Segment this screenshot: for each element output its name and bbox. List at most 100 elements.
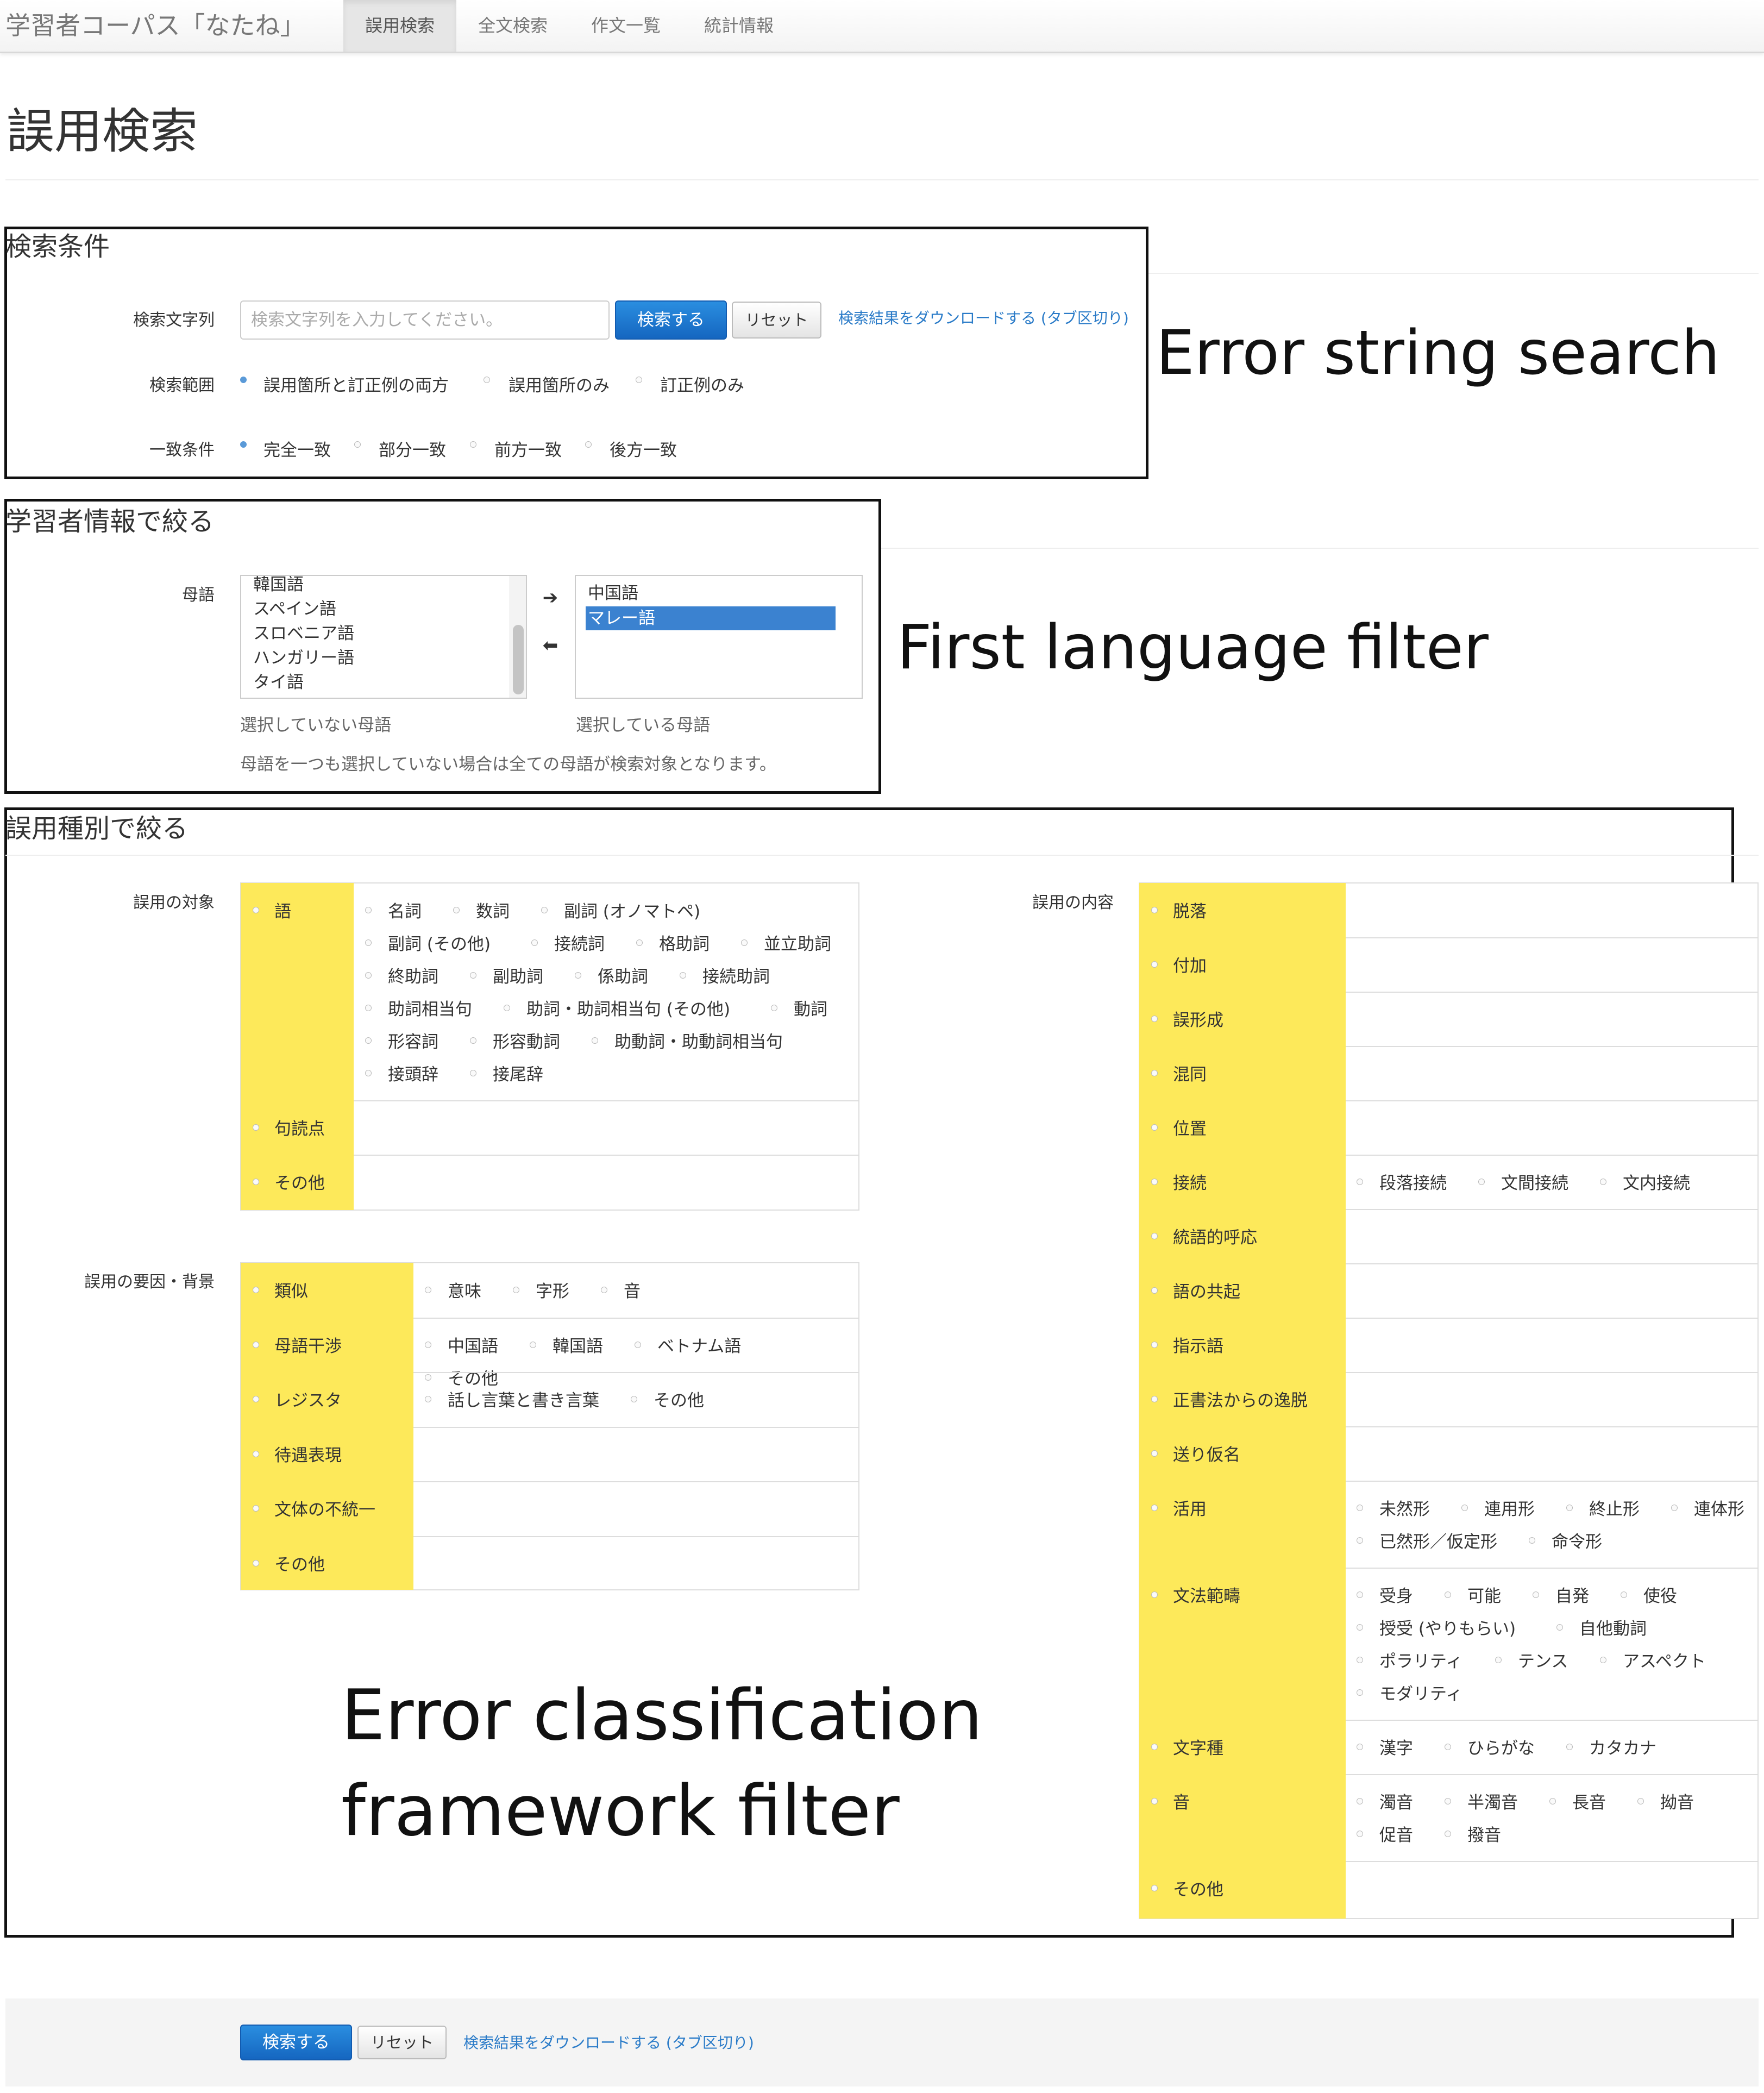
content-option-checkbox[interactable] <box>1445 1831 1451 1837</box>
target-category-checkbox[interactable] <box>253 1179 259 1185</box>
target-category-checkbox[interactable] <box>253 1124 259 1131</box>
cause-option-checkbox[interactable] <box>601 1287 607 1293</box>
list-item-selected[interactable]: マレー語 <box>588 609 655 628</box>
arrow-left-icon[interactable]: ⬅ <box>542 635 558 656</box>
content-category-checkbox[interactable] <box>1151 1744 1158 1750</box>
content-option-checkbox[interactable] <box>1357 1798 1363 1804</box>
content-category-checkbox[interactable] <box>1151 1287 1158 1294</box>
list-scrollbar-thumb[interactable] <box>513 625 524 694</box>
list-item[interactable]: スペイン語 <box>253 599 336 619</box>
target-option-checkbox[interactable] <box>592 1037 598 1044</box>
target-option-checkbox[interactable] <box>470 1070 476 1076</box>
tab-error-search[interactable]: 誤用検索 <box>343 0 456 52</box>
content-option-checkbox[interactable] <box>1495 1657 1502 1663</box>
content-option-checkbox[interactable] <box>1566 1744 1573 1750</box>
target-option-checkbox[interactable] <box>575 972 581 979</box>
cause-option-checkbox[interactable] <box>425 1287 431 1293</box>
target-option-checkbox[interactable] <box>365 1005 372 1011</box>
content-option-checkbox[interactable] <box>1357 1689 1363 1696</box>
content-option-checkbox[interactable] <box>1461 1505 1468 1511</box>
target-option-checkbox[interactable] <box>365 907 372 913</box>
content-option-checkbox[interactable] <box>1478 1179 1485 1185</box>
cause-option-checkbox[interactable] <box>425 1374 431 1381</box>
content-option-checkbox[interactable] <box>1600 1179 1606 1185</box>
cause-option-checkbox[interactable] <box>513 1287 519 1293</box>
content-category-checkbox[interactable] <box>1151 1450 1158 1457</box>
brand-title[interactable]: 学習者コーパス「なたね」 <box>5 11 305 40</box>
cause-category-checkbox[interactable] <box>253 1396 259 1402</box>
footer-download-link[interactable]: 検索結果をダウンロードする (タブ区切り) <box>463 2034 754 2052</box>
search-input[interactable] <box>240 300 610 340</box>
search-button[interactable]: 検索する <box>615 300 727 340</box>
footer-reset-button[interactable]: リセット <box>357 2026 447 2059</box>
target-option-checkbox[interactable] <box>365 1070 372 1076</box>
content-option-checkbox[interactable] <box>1549 1798 1556 1804</box>
content-option-checkbox[interactable] <box>1357 1831 1363 1837</box>
content-option-checkbox[interactable] <box>1357 1179 1363 1185</box>
target-option-checkbox[interactable] <box>531 939 538 946</box>
cause-option-checkbox[interactable] <box>635 1341 641 1348</box>
target-option-checkbox[interactable] <box>680 972 686 979</box>
content-category-checkbox[interactable] <box>1151 1798 1158 1804</box>
content-category-checkbox[interactable] <box>1151 1070 1158 1076</box>
target-category-checkbox[interactable] <box>253 907 259 913</box>
content-option-checkbox[interactable] <box>1357 1591 1363 1598</box>
download-link[interactable]: 検索結果をダウンロードする (タブ区切り) <box>838 309 1129 327</box>
content-category-checkbox[interactable] <box>1151 907 1158 913</box>
cause-category-checkbox[interactable] <box>253 1450 259 1457</box>
reset-button[interactable]: リセット <box>732 302 821 339</box>
scope-both-radio[interactable] <box>240 377 247 383</box>
target-option-checkbox[interactable] <box>504 1005 510 1011</box>
content-category-checkbox[interactable] <box>1151 1233 1158 1239</box>
footer-search-button[interactable]: 検索する <box>240 2025 352 2060</box>
content-category-checkbox[interactable] <box>1151 1505 1158 1511</box>
cause-category-checkbox[interactable] <box>253 1559 259 1566</box>
match-suffix-radio[interactable] <box>585 441 592 448</box>
match-exact-radio[interactable] <box>240 441 247 448</box>
content-option-checkbox[interactable] <box>1533 1591 1539 1598</box>
target-option-checkbox[interactable] <box>470 1037 476 1044</box>
content-category-checkbox[interactable] <box>1151 1396 1158 1402</box>
content-option-checkbox[interactable] <box>1357 1505 1363 1511</box>
target-option-checkbox[interactable] <box>365 939 372 946</box>
cause-category-checkbox[interactable] <box>253 1287 259 1293</box>
selected-languages-list[interactable]: 中国語 マレー語 <box>575 575 863 699</box>
cause-option-checkbox[interactable] <box>425 1341 431 1348</box>
tab-essay-list[interactable]: 作文一覧 <box>591 15 661 36</box>
content-option-checkbox[interactable] <box>1637 1798 1644 1804</box>
target-option-checkbox[interactable] <box>453 907 460 913</box>
target-option-checkbox[interactable] <box>365 972 372 979</box>
scope-error-only-radio[interactable] <box>484 377 490 383</box>
list-item[interactable]: 韓国語 <box>253 575 304 594</box>
target-option-checkbox[interactable] <box>741 939 748 946</box>
cause-category-checkbox[interactable] <box>253 1341 259 1348</box>
content-option-checkbox[interactable] <box>1445 1798 1451 1804</box>
content-option-checkbox[interactable] <box>1357 1537 1363 1544</box>
content-option-checkbox[interactable] <box>1357 1744 1363 1750</box>
list-item[interactable]: 中国語 <box>588 584 638 603</box>
target-option-checkbox[interactable] <box>771 1005 777 1011</box>
arrow-right-icon[interactable]: ➔ <box>542 587 558 609</box>
content-option-checkbox[interactable] <box>1529 1537 1535 1544</box>
content-option-checkbox[interactable] <box>1556 1624 1563 1631</box>
content-option-checkbox[interactable] <box>1445 1744 1451 1750</box>
tab-statistics[interactable]: 統計情報 <box>704 15 774 36</box>
content-category-checkbox[interactable] <box>1151 1179 1158 1185</box>
target-option-checkbox[interactable] <box>541 907 548 913</box>
content-category-checkbox[interactable] <box>1151 1342 1158 1348</box>
content-option-checkbox[interactable] <box>1621 1591 1627 1598</box>
match-partial-radio[interactable] <box>354 441 361 448</box>
content-option-checkbox[interactable] <box>1357 1624 1363 1631</box>
content-category-checkbox[interactable] <box>1151 961 1158 968</box>
content-option-checkbox[interactable] <box>1600 1657 1606 1663</box>
tab-fulltext-search[interactable]: 全文検索 <box>478 15 548 36</box>
content-option-checkbox[interactable] <box>1445 1591 1451 1598</box>
list-item[interactable]: スロベニア語 <box>253 624 354 643</box>
scope-correction-only-radio[interactable] <box>636 377 642 383</box>
content-option-checkbox[interactable] <box>1566 1505 1573 1511</box>
cause-category-checkbox[interactable] <box>253 1505 259 1512</box>
content-category-checkbox[interactable] <box>1151 1885 1158 1891</box>
target-option-checkbox[interactable] <box>365 1037 372 1044</box>
content-category-checkbox[interactable] <box>1151 1591 1158 1598</box>
content-category-checkbox[interactable] <box>1151 1124 1158 1131</box>
